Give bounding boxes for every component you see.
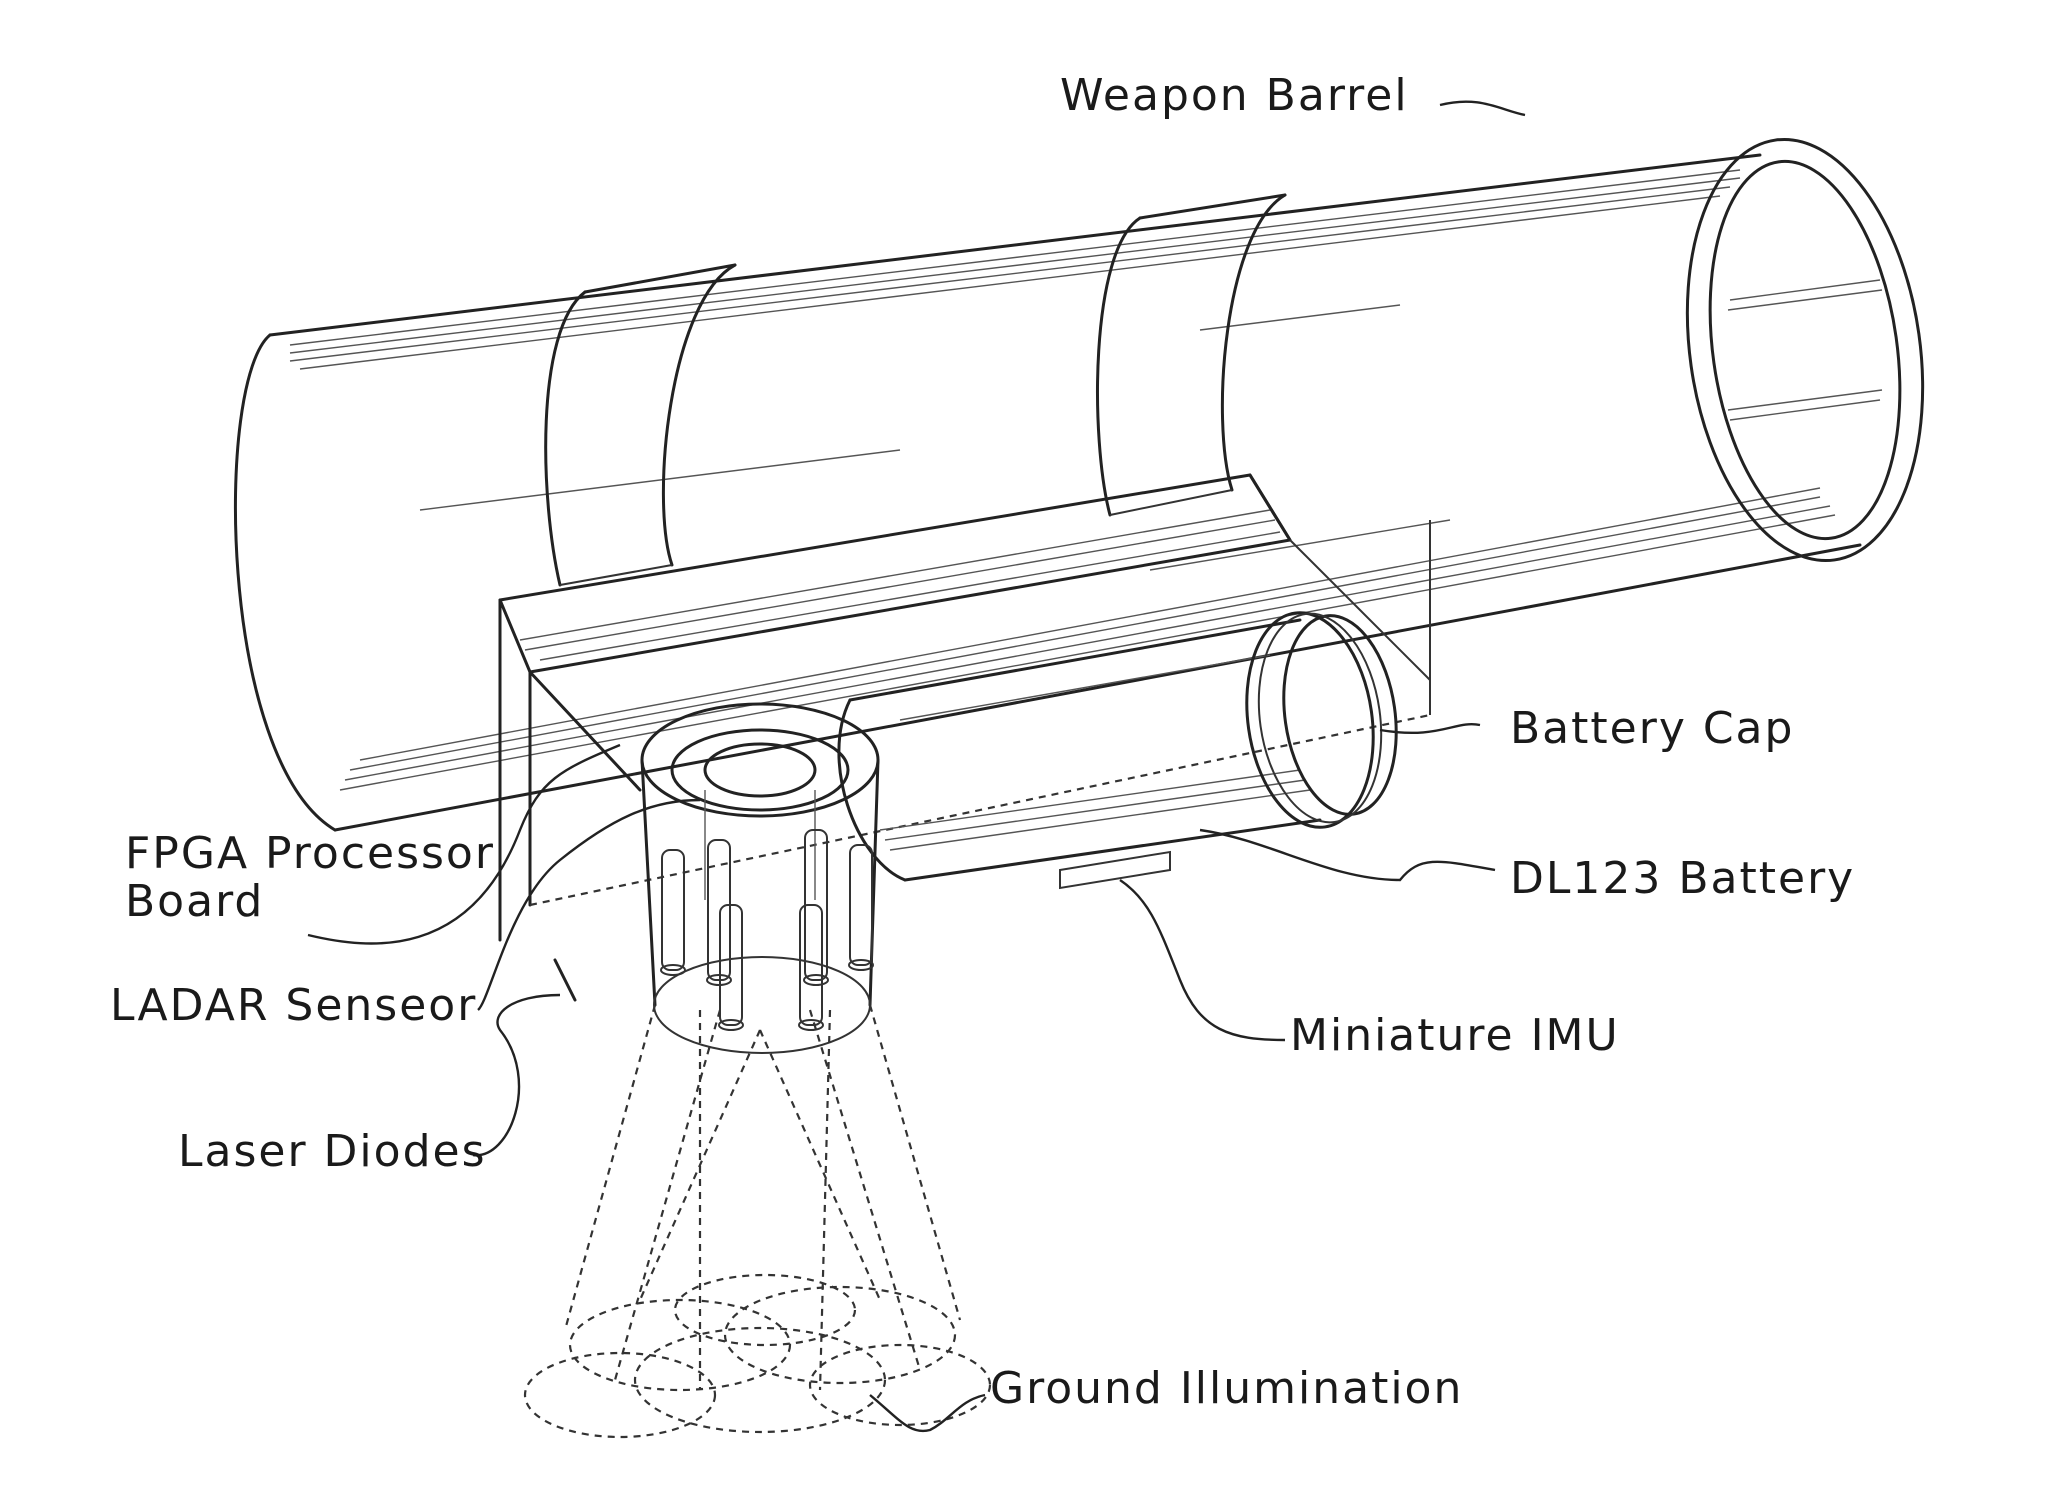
label-weapon-barrel: Weapon Barrel bbox=[1060, 72, 1409, 120]
label-fpga-line2: Board bbox=[125, 878, 495, 926]
sensor-housing bbox=[500, 475, 1430, 1000]
ground-illumination-spots bbox=[525, 1275, 990, 1437]
battery-cap bbox=[1234, 604, 1409, 835]
leader-lines bbox=[308, 102, 1525, 1431]
label-ladar-sensor: LADAR Senseor bbox=[110, 982, 477, 1030]
barrel-muzzle bbox=[1662, 124, 1949, 576]
barrel-hatching bbox=[290, 170, 1835, 790]
miniature-imu bbox=[1060, 852, 1170, 888]
laser-diodes bbox=[661, 830, 873, 1030]
label-fpga-processor-board: FPGA Processor Board bbox=[125, 830, 495, 927]
mounting-strap-right bbox=[1098, 195, 1285, 515]
label-miniature-imu: Miniature IMU bbox=[1290, 1012, 1620, 1060]
label-battery-cap: Battery Cap bbox=[1510, 705, 1794, 753]
label-fpga-line1: FPGA Processor bbox=[125, 830, 495, 878]
ladar-sensor bbox=[642, 704, 878, 1053]
label-ground-illumination: Ground Illumination bbox=[990, 1365, 1463, 1413]
mounting-strap-left bbox=[546, 265, 735, 585]
label-dl123-battery: DL123 Battery bbox=[1510, 855, 1855, 903]
label-laser-diodes: Laser Diodes bbox=[178, 1128, 487, 1176]
ground-illumination-beams bbox=[565, 1005, 960, 1390]
